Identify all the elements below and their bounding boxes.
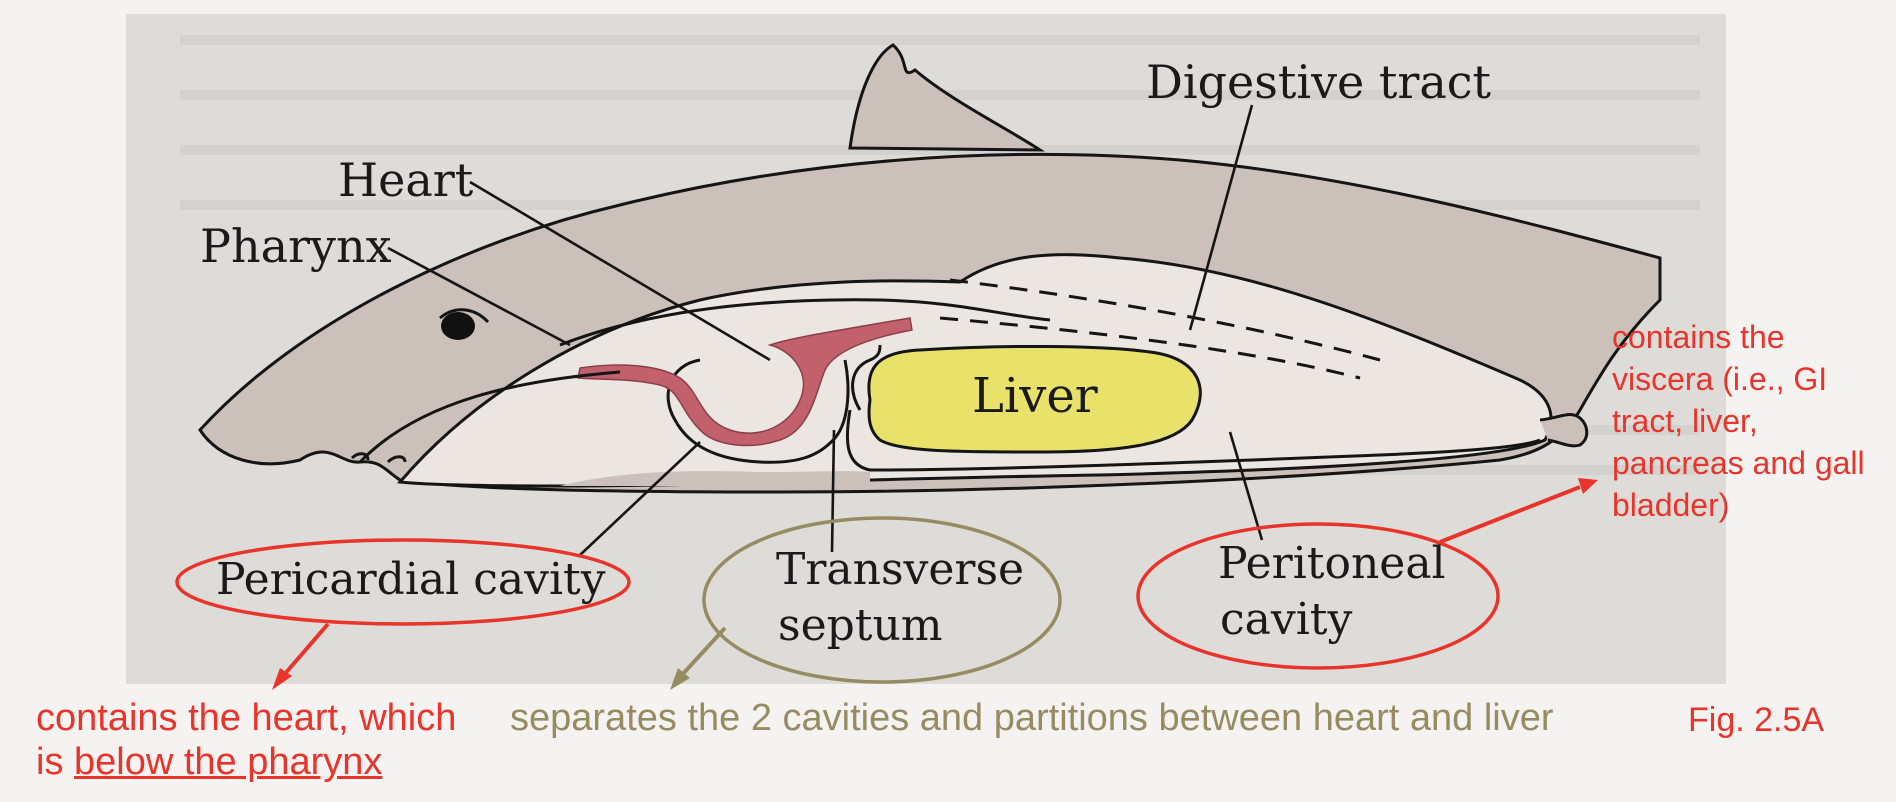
pericardial-note: contains the heart, which is below the p… bbox=[36, 696, 456, 784]
mouth-line bbox=[358, 370, 621, 464]
eye bbox=[441, 312, 475, 340]
ventral-body-wall bbox=[560, 471, 870, 486]
septum-arrow bbox=[670, 626, 727, 690]
label-pericardial-cavity: Pericardial cavity bbox=[216, 554, 606, 605]
peritoneal-arrow bbox=[1439, 478, 1598, 544]
pointer-lines bbox=[387, 104, 1264, 556]
caudal-tip bbox=[1539, 413, 1589, 448]
transverse-septum-highlight bbox=[702, 516, 1062, 684]
heart bbox=[577, 317, 913, 447]
figure-reference: Fig. 2.5A bbox=[1688, 701, 1825, 739]
peritoneal-cavity-highlight bbox=[1136, 522, 1500, 670]
peritoneal-note-line: tract, liver, bbox=[1612, 403, 1758, 439]
peritoneal-note-line: viscera (i.e., GI bbox=[1612, 361, 1828, 397]
pericardial-note-underlined: below the pharynx bbox=[74, 741, 383, 783]
label-septum: septum bbox=[778, 600, 943, 651]
label-liver: Liver bbox=[972, 368, 1098, 424]
liver bbox=[867, 344, 1202, 454]
pericardial-arrow bbox=[272, 622, 330, 690]
label-peritoneal: Peritoneal bbox=[1218, 538, 1446, 589]
pericardial-cavity-highlight bbox=[175, 538, 631, 626]
label-cavity: cavity bbox=[1220, 594, 1352, 645]
label-heart: Heart bbox=[338, 153, 474, 207]
peritoneal-cavity-wall bbox=[845, 344, 1541, 472]
peritoneal-note-line: bladder) bbox=[1612, 487, 1730, 523]
dorsal-lining bbox=[559, 298, 1051, 347]
label-pharynx: Pharynx bbox=[200, 219, 392, 273]
label-digestive-tract: Digestive tract bbox=[1146, 55, 1492, 109]
pericardial-note-line1: contains the heart, which bbox=[36, 697, 457, 739]
eye-brow bbox=[439, 308, 490, 324]
digestive-tract-dashes bbox=[939, 278, 1381, 380]
peritoneal-note-line: contains the bbox=[1612, 319, 1785, 355]
pericardial-note-line2: is below the pharynx bbox=[36, 740, 456, 784]
pericardial-note-prefix: is bbox=[36, 741, 74, 783]
peritoneal-note: contains the viscera (i.e., GI tract, li… bbox=[1612, 316, 1865, 526]
label-transverse: Transverse bbox=[776, 544, 1024, 595]
peritoneal-note-line: pancreas and gall bbox=[1612, 445, 1865, 481]
septum-note: separates the 2 cavities and partitions … bbox=[510, 697, 1554, 739]
dorsal-fin bbox=[848, 43, 1046, 152]
gill-slits bbox=[350, 452, 407, 464]
